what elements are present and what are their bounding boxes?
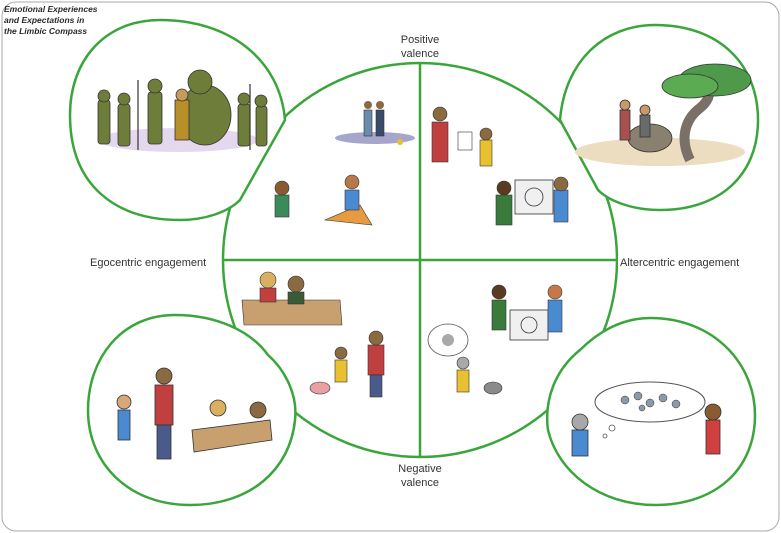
- adult-child-desk-illustration: [116, 367, 273, 460]
- title-line-2: and Expectations in: [4, 15, 85, 25]
- tribal-group-illustration: [97, 69, 268, 152]
- title-line-3: the Limbic Compass: [4, 26, 88, 36]
- altercentric-engagement-label: Altercentric engagement: [618, 256, 742, 270]
- bubble-bottom-right: [545, 316, 757, 507]
- negative-valence-line-1: Negative: [398, 463, 442, 475]
- children-thought-bubble-illustration: [571, 381, 722, 457]
- positive-valence-line-1: Positive: [400, 34, 440, 46]
- quadrant-top-right-illustration: [431, 106, 569, 226]
- quadrant-bottom-right-illustration: [427, 284, 563, 395]
- title-line-1: Emotional Experiences: [4, 4, 98, 14]
- quadrant-top-left-illustration: [274, 101, 415, 226]
- diagram-title: Emotional Experiences and Expectations i…: [4, 4, 164, 37]
- bubble-top-left: [68, 18, 287, 222]
- negative-valence-line-2: valence: [401, 477, 439, 489]
- couple-under-tree-illustration: [575, 63, 752, 166]
- negative-valence-label: Negative valence: [389, 462, 451, 490]
- bubble-top-right: [558, 23, 760, 212]
- quadrant-bottom-left-illustration: [241, 271, 385, 398]
- positive-valence-line-2: valence: [401, 48, 439, 60]
- bubble-bottom-left: [86, 313, 297, 507]
- positive-valence-label: Positive valence: [392, 33, 448, 61]
- egocentric-engagement-label: Egocentric engagement: [88, 256, 209, 270]
